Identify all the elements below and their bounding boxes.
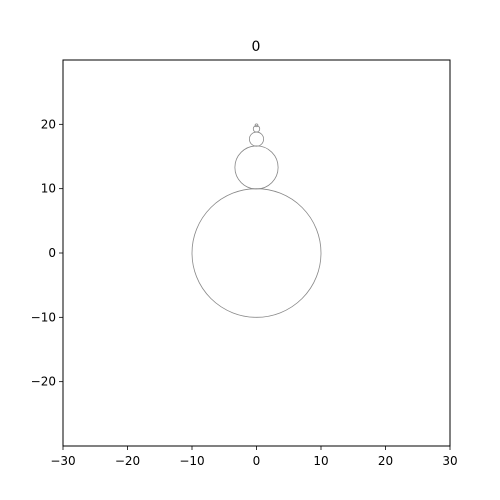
x-tick-label: −30 [50, 454, 75, 468]
x-axis: −30 −20 −10 0 10 20 30 [50, 446, 458, 468]
chart-title: 0 [252, 39, 261, 55]
x-tick-label: 30 [442, 454, 457, 468]
x-tick-label: 10 [313, 454, 328, 468]
circles-layer [191, 123, 322, 318]
x-tick-label: −20 [115, 454, 140, 468]
x-tick-label: 0 [253, 454, 261, 468]
x-tick-label: 20 [378, 454, 393, 468]
y-tick-label: −10 [31, 310, 56, 324]
circle-5 [254, 123, 259, 128]
y-tick-label: 20 [41, 117, 56, 131]
y-tick-label: 0 [48, 246, 56, 260]
y-tick-label: −20 [31, 375, 56, 389]
y-axis: −20 −10 0 10 20 [31, 117, 63, 389]
x-tick-label: −10 [179, 454, 204, 468]
circle-4 [252, 125, 261, 133]
y-tick-label: 10 [41, 182, 56, 196]
